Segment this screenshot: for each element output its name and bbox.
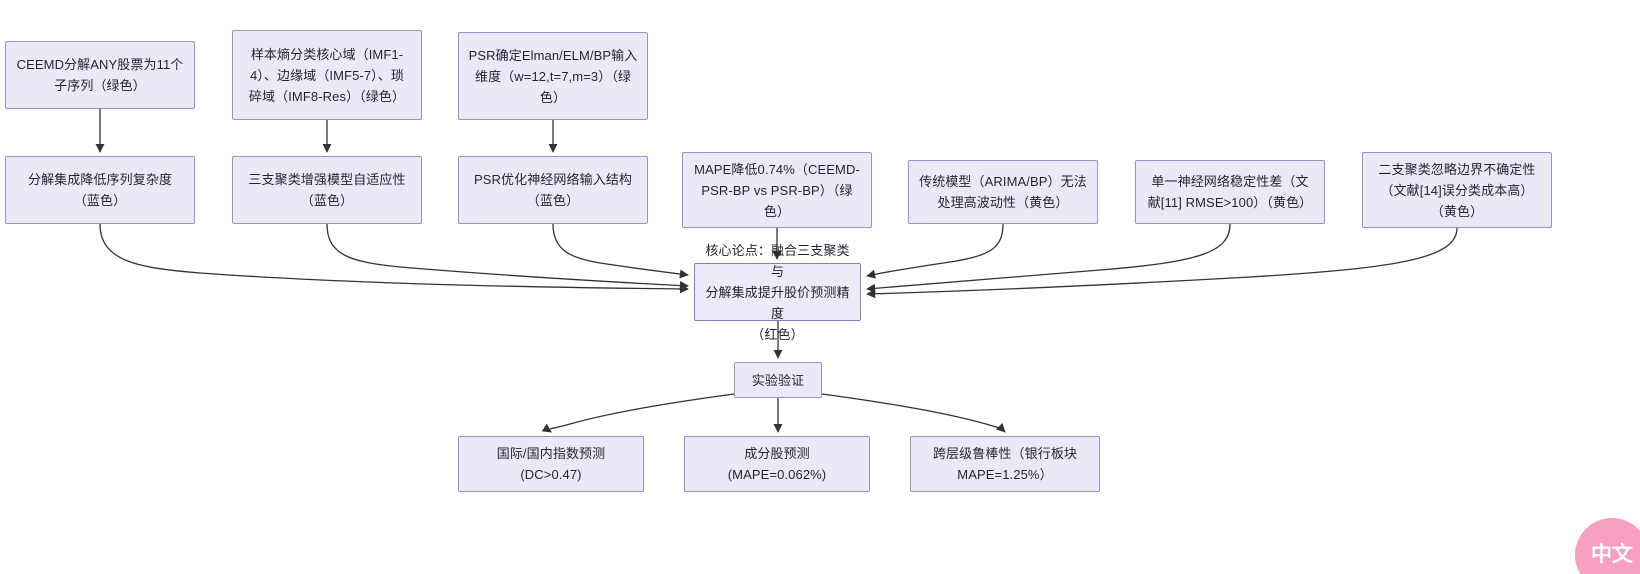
edge-n5-core (326, 223, 689, 291)
node-index-forecast[interactable]: 国际/国内指数预测 (DC>0.47) (458, 436, 644, 492)
node-label: 二支聚类忽略边界不确定性 （文献[14]误分类成本高） （黄色） (1378, 161, 1536, 219)
edge-n11-n12 (541, 393, 735, 433)
node-single-network-instability[interactable]: 单一神经网络稳定性差（文 献[11] RMSE>100）（黄色） (1135, 160, 1325, 224)
edge-n9-core (866, 223, 1231, 293)
node-label: 跨层级鲁棒性（银行板块 MAPE=1.25%） (932, 446, 1078, 482)
node-psr-optimize-structure[interactable]: PSR优化神经网络输入结构 （蓝色） (458, 156, 648, 224)
node-label: PSR确定Elman/ELM/BP输入 维度（w=12,t=7,m=3）（绿 色… (468, 47, 638, 105)
node-ceemd-decompose[interactable]: CEEMD分解ANY股票为11个 子序列（绿色） (5, 41, 195, 109)
node-three-way-clustering-adaptive[interactable]: 三支聚类增强模型自适应性 （蓝色） (232, 156, 422, 224)
node-label: 国际/国内指数预测 (DC>0.47) (496, 446, 606, 482)
node-label: 核心论点：融合三支聚类与 分解集成提升股价预测精度 （红色） (705, 242, 850, 342)
node-label: MAPE降低0.74%（CEEMD- PSR-BP vs PSR-BP）（绿 色… (694, 161, 860, 219)
node-cross-level-robustness[interactable]: 跨层级鲁棒性（银行板块 MAPE=1.25%） (910, 436, 1100, 492)
node-label: PSR优化神经网络输入结构 （蓝色） (473, 172, 633, 208)
watermark-badge: 中文 (1575, 518, 1640, 574)
node-core-thesis[interactable]: 核心论点：融合三支聚类与 分解集成提升股价预测精度 （红色） (694, 243, 861, 342)
node-constituent-stock-forecast[interactable]: 成分股预测 (MAPE=0.062%) (684, 436, 870, 492)
watermark-label: 中文 (1591, 543, 1633, 566)
node-label: 三支聚类增强模型自适应性 （蓝色） (248, 172, 406, 208)
node-label: 分解集成降低序列复杂度 （蓝色） (27, 172, 173, 208)
node-two-way-clustering-limitation[interactable]: 二支聚类忽略边界不确定性 （文献[14]误分类成本高） （黄色） (1362, 152, 1552, 228)
node-experimental-validation[interactable]: 实验验证 (734, 362, 822, 398)
node-label: 成分股预测 (MAPE=0.062%) (727, 446, 827, 482)
node-traditional-model-limitation[interactable]: 传统模型（ARIMA/BP）无法 处理高波动性（黄色） (908, 160, 1098, 224)
node-label: CEEMD分解ANY股票为11个 子序列（绿色） (16, 57, 184, 93)
node-sample-entropy-classify[interactable]: 样本熵分类核心域（IMF1- 4）、边缘域（IMF5-7）、琐 碎域（IMF8-… (232, 30, 422, 120)
edge-n6-core (552, 223, 689, 279)
node-psr-input-dimension[interactable]: PSR确定Elman/ELM/BP输入 维度（w=12,t=7,m=3）（绿 色… (458, 32, 648, 120)
node-label: 实验验证 (751, 372, 805, 388)
node-reduce-complexity[interactable]: 分解集成降低序列复杂度 （蓝色） (5, 156, 195, 224)
node-mape-reduction[interactable]: MAPE降低0.74%（CEEMD- PSR-BP vs PSR-BP）（绿 色… (682, 152, 872, 228)
edge-n4-core (99, 223, 689, 294)
node-label: 传统模型（ARIMA/BP）无法 处理高波动性（黄色） (919, 174, 1087, 210)
edge-n8-core (866, 223, 1004, 279)
node-label: 样本熵分类核心域（IMF1- 4）、边缘域（IMF5-7）、琐 碎域（IMF8-… (248, 46, 406, 104)
edge-n10-core (866, 227, 1458, 299)
edge-n11-n14 (821, 393, 1006, 433)
node-label: 单一神经网络稳定性差（文 献[11] RMSE>100）（黄色） (1147, 174, 1313, 210)
